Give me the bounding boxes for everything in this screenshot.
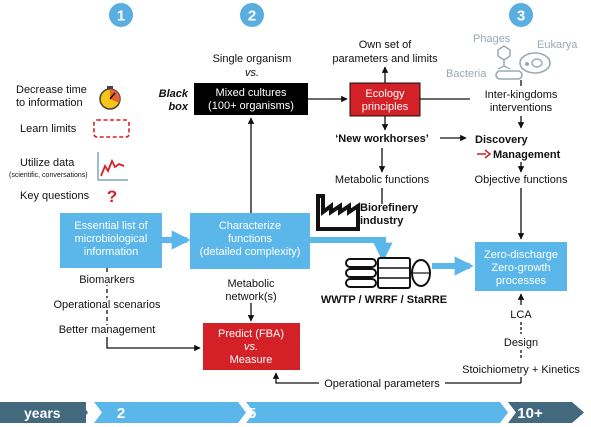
phage-icon xyxy=(497,45,511,70)
objective-functions-label: Objective functions xyxy=(475,174,568,186)
predict-line1: Predict (FBA) xyxy=(218,328,284,340)
better-management-label: Better management xyxy=(59,324,156,336)
predict-line3: Measure xyxy=(230,354,273,366)
biomarkers-label: Biomarkers xyxy=(79,274,135,286)
timeline-5-label: 5 xyxy=(248,405,256,422)
step-2-circle: 2 xyxy=(240,3,264,27)
discovery-label: Discovery xyxy=(475,134,528,146)
timeline-10-label: 10+ xyxy=(517,405,543,422)
own-set-line1: Own set of xyxy=(359,39,413,51)
own-set-line2: parameters and limits xyxy=(332,53,438,65)
step-3-label: 3 xyxy=(517,8,525,25)
essential-list-line2: microbiological xyxy=(75,233,148,245)
bacteria-label: Bacteria xyxy=(446,68,487,80)
design-label: Design xyxy=(504,337,538,349)
chart-icon xyxy=(97,152,128,181)
zero-line2: Zero-growth xyxy=(491,262,550,274)
legend: Decrease time to information Learn limit… xyxy=(9,84,130,206)
predict-box: Predict (FBA) vs. Measure xyxy=(203,323,300,370)
mixed-cultures-line1: Mixed cultures xyxy=(216,87,287,99)
characterize-line2: functions xyxy=(228,233,273,245)
eukarya-cell-icon xyxy=(519,52,551,74)
metabolic-network-line1: Metabolic xyxy=(227,278,275,290)
stoich-label: Stoichiometry + Kinetics xyxy=(462,364,580,376)
essential-list-line3: information xyxy=(84,246,138,258)
lca-label: LCA xyxy=(510,309,532,321)
mixed-cultures-line2: (100+ organisms) xyxy=(208,100,294,112)
biorefinery-line2: industry xyxy=(360,215,404,227)
legend-decrease-time-line1: Decrease time xyxy=(16,84,87,96)
inter-kingdoms-line1: Inter-kingdoms xyxy=(485,89,558,101)
ecology-line1: Ecology xyxy=(365,88,405,100)
timeline-segment-1 xyxy=(94,402,246,423)
timeline-segment-2 xyxy=(246,402,508,423)
essential-list-line1: Essential list of xyxy=(74,220,148,232)
legend-utilize-data-sub: (scientific, conversations) xyxy=(9,172,88,179)
mixed-cultures-box: Mixed cultures (100+ organisms) xyxy=(194,83,308,115)
eukarya-label: Eukarya xyxy=(537,39,578,51)
legend-utilize-data: Utilize data xyxy=(20,157,75,169)
single-organism-vs: vs. xyxy=(245,67,259,79)
question-mark-icon: ? xyxy=(107,187,117,206)
factory-icon xyxy=(316,194,360,231)
arrow-to-predict xyxy=(106,337,201,352)
zero-discharge-box: Zero-discharge Zero-growth processes xyxy=(475,242,567,291)
dashed-box-icon xyxy=(93,119,130,138)
timeline-end-segment xyxy=(508,402,584,423)
legend-key-questions: Key questions xyxy=(20,190,90,202)
wwtp-reactor-icon xyxy=(345,257,431,289)
stopwatch-icon xyxy=(99,86,121,110)
timeline-2-label: 2 xyxy=(117,405,125,422)
essential-list-box: Essential list of microbiological inform… xyxy=(60,213,162,268)
organisms-cluster: Phages Eukarya Bacteria xyxy=(446,33,578,80)
metabolic-functions-label: Metabolic functions xyxy=(335,174,430,186)
characterize-line1: Characterize xyxy=(219,220,281,232)
operational-parameters-label: Operational parameters xyxy=(324,378,440,390)
biorefinery-line1: Biorefinery xyxy=(360,202,419,214)
characterize-box: Characterize functions (detailed complex… xyxy=(190,213,310,269)
wwtp-label: WWTP / WRRF / StaRRE xyxy=(321,294,447,306)
inter-kingdoms-line2: interventions xyxy=(490,102,553,114)
phages-label: Phages xyxy=(473,33,511,45)
characterize-line3: (detailed complexity) xyxy=(200,246,301,258)
step-1-circle: 1 xyxy=(109,3,133,27)
single-organism-label: Single organism xyxy=(213,53,292,65)
step-3-circle: 3 xyxy=(509,3,533,27)
legend-decrease-time-line2: to information xyxy=(16,97,83,109)
zero-line1: Zero-discharge xyxy=(484,249,558,261)
legend-learn-limits: Learn limits xyxy=(20,123,77,135)
timeline: years 2 5 10+ xyxy=(0,402,584,423)
new-workhorses-label: ‘New workhorses’ xyxy=(335,133,429,145)
step-2-label: 2 xyxy=(248,8,256,25)
arrow-operational-to-predict xyxy=(272,372,319,384)
ecology-line2: principles xyxy=(362,101,409,113)
ecology-box: Ecology principles xyxy=(349,82,421,117)
metabolic-network-line2: network(s) xyxy=(225,291,276,303)
blue-arrow-characterize-to-wwtp xyxy=(310,237,393,262)
operational-scenarios-label: Operational scenarios xyxy=(53,299,161,311)
zero-line3: processes xyxy=(496,275,547,287)
red-arrow-icon xyxy=(477,149,492,159)
timeline-years-label: years xyxy=(24,405,61,421)
predict-line2: vs. xyxy=(244,341,258,353)
management-label: Management xyxy=(493,149,561,161)
bacteria-cell-icon xyxy=(495,70,523,80)
black-box-label-line1: Black xyxy=(159,88,189,100)
step-1-label: 1 xyxy=(117,8,125,25)
black-box-label-line2: box xyxy=(168,101,188,113)
